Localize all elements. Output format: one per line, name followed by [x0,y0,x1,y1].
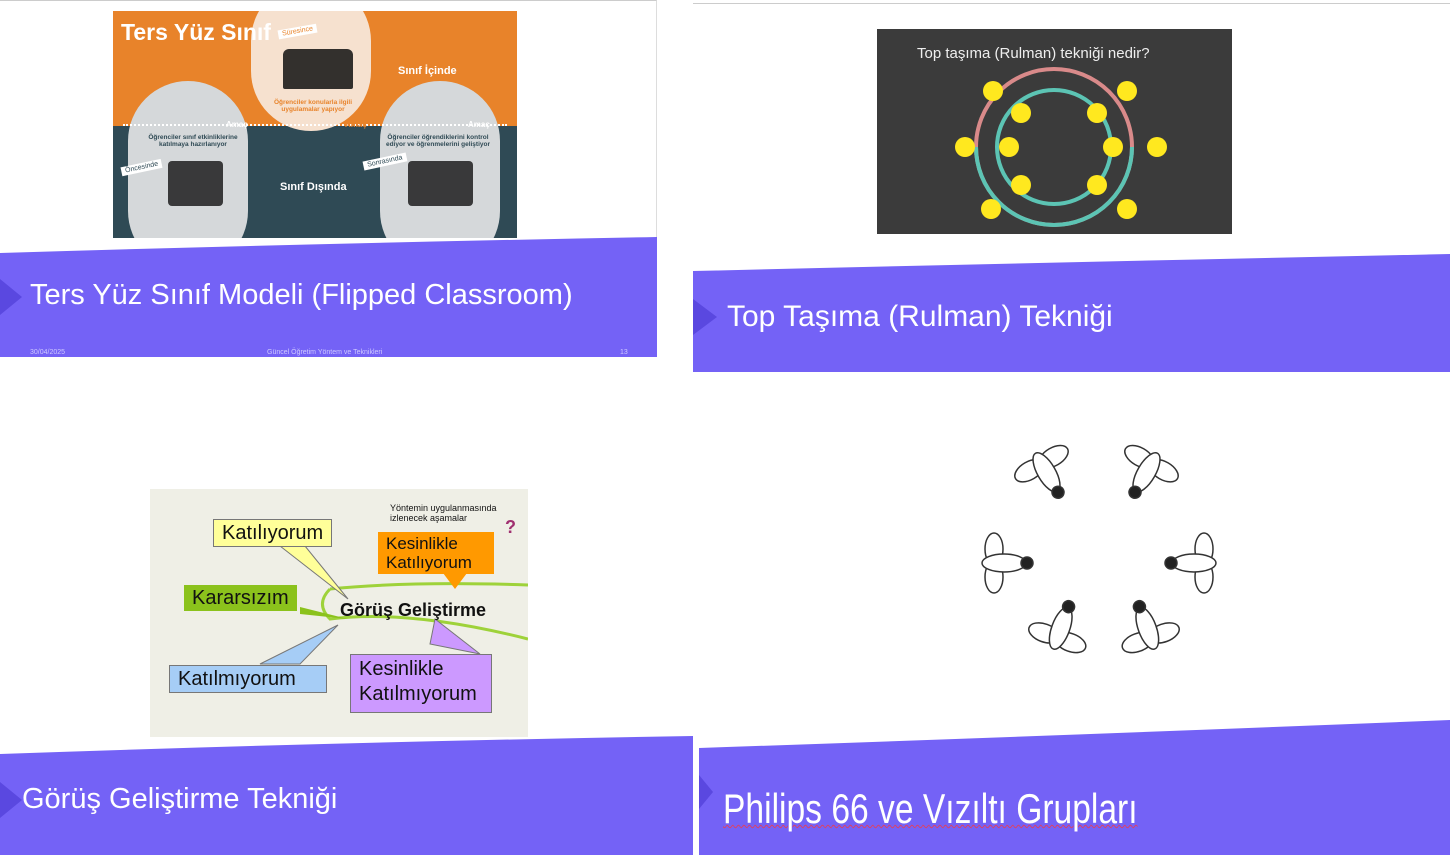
center-text: Görüş Geliştirme [340,600,487,620]
after-text: Öğrenciler öğrendiklerini kontrol ediyor… [385,134,491,148]
rulman-image: Top taşıma (Rulman) tekniği nedir? [877,29,1232,234]
disagree-bubble: Katılmıyorum [169,665,327,693]
student-globe-icon [408,161,473,206]
rulman-circles [955,67,1167,227]
goal-label: Amaç [345,120,367,129]
heading: Ters Yüz Sınıf [121,19,271,45]
slide-title: Top Taşıma (Rulman) Tekniği [727,300,1113,333]
strongly-disagree-bubble: Kesinlikle Katılmıyorum [350,654,492,713]
goal-label: Amaç [226,120,248,129]
goal-label: Amaç [468,120,490,129]
slide-rulman[interactable]: Top taşıma (Rulman) tekniği nedir? Top T… [693,3,1450,372]
students-table-icon [283,49,353,89]
in-class-label: Sınıf İçinde [398,65,457,77]
footer-center: Güncel Öğretim Yöntem ve Teknikleri [267,349,383,356]
before-text: Öğrenciler sınıf etkinliklerine katılmay… [148,134,238,148]
slide-gorus-gelistirme[interactable]: Yöntemin uygulanmasında izlenecek aşamal… [0,380,693,855]
flipped-classroom-image: Ters Yüz Sınıf Süresince Sınıf İçinde Öğ… [113,11,517,238]
title-band [699,720,1450,855]
strongly-agree-bubble: Kesinlikle Katılıyorum [378,532,494,574]
slide-title: Ters Yüz Sınıf Modeli (Flipped Classroom… [30,279,573,311]
undecided-bubble: Kararsızım [184,585,297,611]
footer-page: 13 [620,349,628,356]
note-text: Yöntemin uygulanmasında izlenecek aşamal… [390,503,497,523]
slide-philips-66[interactable]: Philips 66 ve Vızıltı Grupları [699,380,1450,855]
title-band [0,237,657,357]
slide-title: Görüş Geliştirme Tekniği [22,783,338,815]
student-desk-icon [168,161,223,206]
gorus-cloud [259,545,528,665]
gorus-image: Yöntemin uygulanmasında izlenecek aşamal… [150,489,528,737]
title-band [693,254,1450,372]
slide-flipped-classroom[interactable]: Ters Yüz Sınıf Süresince Sınıf İçinde Öğ… [0,0,657,357]
bees-circle-illustration [981,444,1217,654]
agree-bubble: Katılıyorum [213,519,333,547]
during-text: Öğrenciler konularla ilgili uygulamalar … [273,99,353,113]
slide-title: Philips 66 ve Vızıltı Grupları [723,785,1138,832]
question-icon: ? [505,517,516,537]
rulman-caption: Top taşıma (Rulman) tekniği nedir? [917,45,1150,62]
title-band [0,736,693,855]
footer-date: 30/04/2025 [30,349,66,356]
out-class-label: Sınıf Dışında [280,181,347,193]
